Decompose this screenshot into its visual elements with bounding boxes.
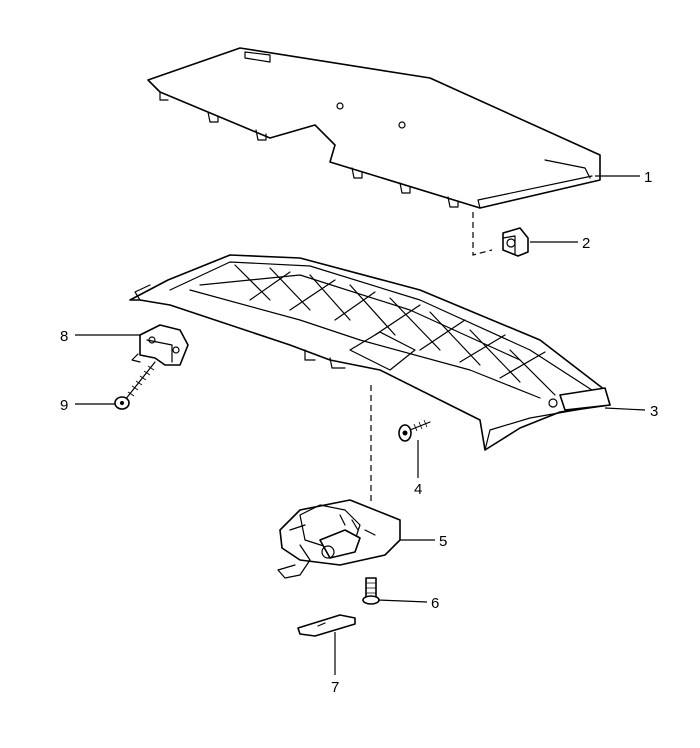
callout-5: 5 [439,533,447,550]
callout-leaders [75,175,646,675]
callout-8: 8 [60,328,68,345]
assembly-line-1-2 [472,212,493,256]
callout-9: 9 [60,397,68,414]
part-7-cover-plate[interactable] [297,614,356,637]
callout-7: 7 [331,679,339,696]
callout-6: 6 [431,595,439,612]
part-1-trim-panel[interactable] [147,47,601,209]
part-5-motor-unit[interactable] [277,499,401,579]
part-8-hinge-bracket[interactable] [131,324,189,366]
part-3-shelf-frame[interactable] [129,254,611,451]
part-4-screw[interactable] [398,419,431,442]
part-9-long-screw[interactable] [114,361,156,410]
callout-2: 2 [582,235,590,252]
callout-3: 3 [650,403,658,420]
callout-1: 1 [644,169,652,186]
part-2-clip[interactable] [502,227,529,257]
callout-4: 4 [414,481,422,498]
part-6-bolt[interactable] [362,577,380,605]
